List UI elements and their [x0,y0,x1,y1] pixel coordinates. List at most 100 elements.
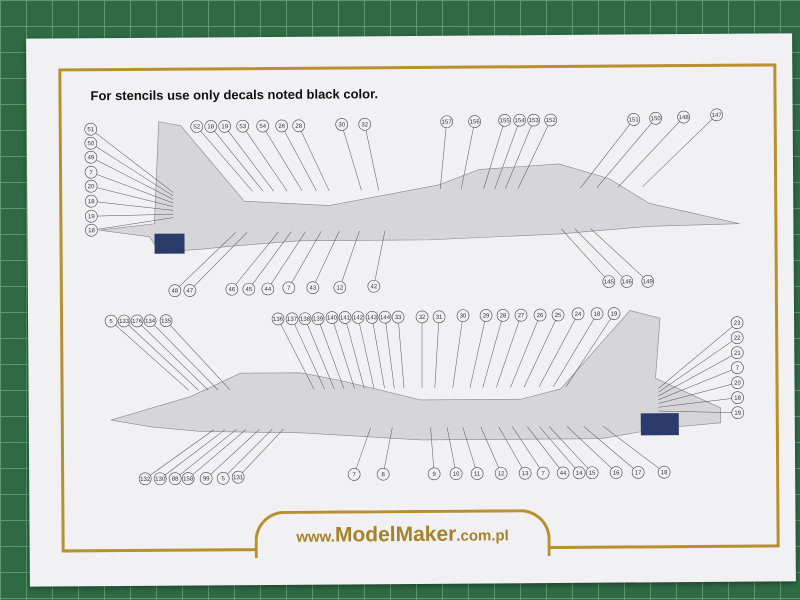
callout-number: 44 [264,287,271,293]
leader-line [353,427,371,475]
callout-circle [84,194,98,208]
callout-circle [358,118,372,131]
leader-line [90,171,174,204]
callout-number: 12 [336,285,343,291]
callout-circle [261,282,275,296]
callout-circle [498,114,511,127]
modelmaker-logo: www.ModelMaker.com.pl [254,509,551,559]
callout-circle [731,361,744,375]
leader-line [110,320,189,391]
leader-line [136,320,209,391]
callout-circle [440,115,453,129]
callout-circle [470,467,484,480]
callout-number: 28 [295,124,302,130]
leader-line [364,124,379,191]
leader-line [174,232,236,291]
leader-line [149,320,219,391]
callout-number: 99 [203,476,210,482]
callout-number: 25 [555,313,562,319]
callout-number: 30 [460,314,467,320]
callout-number: 47 [187,289,194,295]
callout-circle [181,472,195,485]
callout-circle [627,113,640,126]
engine-intake [154,233,185,254]
callout-circle [285,312,299,326]
leader-line [517,119,551,189]
callout-circle [571,307,585,321]
leader-line [574,228,627,282]
leader-line [397,317,405,389]
callout-circle [641,275,655,288]
callout-circle [590,307,604,321]
leader-line [561,228,609,282]
callout-circle [365,310,379,324]
callout-number: 24 [575,312,582,318]
aircraft-top-view [99,121,740,253]
callout-circle [168,472,182,485]
callout-number: 11 [474,472,481,478]
leader-line [277,318,315,390]
leader-line [565,313,615,387]
callout-number: 153 [529,118,540,124]
callout-circle [731,346,744,360]
leader-line [237,428,284,478]
callout-circle [231,470,245,484]
leader-line [357,317,375,389]
leader-line [596,118,656,188]
callout-circle [311,312,325,325]
leader-line [617,116,684,188]
leader-line [281,125,317,192]
callout-number: 88 [172,477,179,483]
callout-number: 7 [89,170,93,176]
callout-number: 149 [643,279,654,285]
callout-number: 138 [300,317,311,323]
callout-number: 26 [278,124,285,130]
callout-circle [84,179,98,193]
callout-circle [325,311,339,324]
callout-number: 157 [442,120,453,126]
callout-circle [271,312,285,326]
callout-number: 18 [734,396,741,402]
leader-line [291,318,325,390]
callout-circle [527,113,540,127]
callout-circle [351,311,365,324]
decal-sheet: For stencils use only decals noted black… [26,33,796,587]
leader-line [421,316,423,389]
callout-number: 150 [651,116,662,122]
callout-number: 23 [734,321,741,327]
callout-circle [609,466,623,479]
leader-line [658,367,738,401]
callout-circle [536,466,550,480]
callout-circle [333,281,347,294]
leader-line [498,426,526,474]
callout-circle [544,113,557,127]
callout-circle [236,119,250,133]
leader-line [304,318,335,390]
callout-number: 20 [734,381,741,387]
callout-circle [104,314,118,328]
callout-number: 17 [635,470,642,476]
callout-number: 27 [518,313,525,319]
callout-circle [607,307,621,320]
leader-line [248,231,292,290]
callout-number: 7 [352,472,356,478]
callout-number: 52 [193,124,200,130]
callout-number: 18 [88,199,95,205]
callout-circle [631,466,645,479]
callout-circle [204,120,218,133]
callout-number: 53 [239,124,246,130]
leader-line [90,143,174,197]
callout-number: 29 [483,313,490,319]
callout-number: 133 [119,319,130,325]
leader-line [196,126,253,192]
callout-number: 139 [313,317,324,323]
callout-number: 156 [470,120,481,126]
leader-line [590,228,648,282]
callout-circle [677,110,690,124]
callout-number: 21 [734,351,741,357]
callout-number: 144 [380,315,391,321]
callout-circle [275,119,289,133]
leader-line [496,315,522,388]
callout-circle [256,119,270,133]
